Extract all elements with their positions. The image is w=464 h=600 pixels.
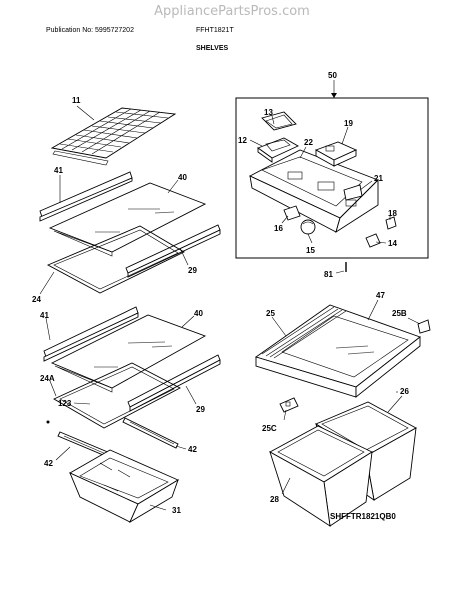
callout-81: 81 [324, 270, 333, 279]
screw-marker [46, 420, 50, 424]
callout-50: 50 [328, 71, 337, 80]
callout-25C: 25C [262, 424, 277, 433]
callout-22: 22 [304, 138, 313, 147]
control-knob-housing[interactable] [257, 137, 299, 163]
callout-29-lower: 29 [196, 405, 205, 414]
callout-123: 123 [58, 399, 72, 408]
section-title: SHELVES [196, 45, 229, 52]
callout-18: 18 [388, 209, 397, 218]
callout-31: 31 [172, 506, 181, 515]
callout-41-lower: 41 [40, 311, 49, 320]
door-switch[interactable] [385, 216, 397, 230]
glass-shelf-upper[interactable] [48, 182, 207, 257]
callout-26-right: 26 [400, 387, 409, 396]
glass-shelf-lower[interactable] [50, 314, 207, 393]
diagram-code: SHFFTR1821QB0 [330, 512, 396, 521]
callout-42-left: 42 [44, 459, 53, 468]
cover-support[interactable] [417, 319, 431, 334]
callout-15: 15 [306, 246, 315, 255]
callout-40-upper: 40 [178, 173, 187, 182]
control-board[interactable] [314, 141, 358, 167]
shelf-trim-front-lower[interactable] [43, 306, 139, 362]
drawer-slide-right[interactable] [122, 417, 179, 449]
callout-11: 11 [72, 96, 81, 105]
site-watermark: AppliancePartsPros.com [154, 4, 310, 19]
callout-21: 21 [374, 174, 383, 183]
callout-12: 12 [238, 136, 247, 145]
air-damper-cover[interactable] [261, 111, 297, 131]
control-assembly-box [235, 97, 429, 259]
humidity-control[interactable] [279, 397, 299, 413]
callout-19: 19 [344, 119, 353, 128]
crisper-cover-frame[interactable] [254, 304, 421, 398]
callout-14: 14 [388, 239, 397, 248]
callout-28: 28 [270, 495, 279, 504]
wire-shelf[interactable] [50, 107, 177, 166]
crisper-drawer[interactable] [69, 449, 179, 524]
vegetable-pan-left[interactable] [269, 425, 373, 527]
light-socket[interactable] [283, 205, 301, 221]
callout-47: 47 [376, 291, 385, 300]
light-bulb[interactable] [300, 219, 316, 235]
callout-42-right: 42 [188, 445, 197, 454]
shelf-frame-lower[interactable] [53, 362, 181, 429]
crisper-cover-glass[interactable] [281, 315, 409, 378]
callout-25: 25 [266, 309, 275, 318]
callout-25B: 25B [392, 309, 407, 318]
control-damper[interactable] [343, 184, 363, 201]
callout-13: 13 [264, 108, 273, 117]
thermostat-knob[interactable] [365, 233, 381, 248]
drawer-slide-left[interactable] [57, 431, 111, 458]
shelf-frame-upper[interactable] [46, 225, 185, 294]
callout-29-upper: 29 [188, 266, 197, 275]
control-housing[interactable] [248, 149, 379, 234]
model-number: FFHT1821T [196, 27, 234, 34]
callout-41-upper: 41 [54, 166, 63, 175]
callout-40-lower: 40 [194, 309, 203, 318]
callout-16: 16 [274, 224, 283, 233]
publication-number: Publication No: 5995727202 [46, 27, 134, 34]
shelf-trim-front-upper[interactable] [39, 171, 133, 222]
callout-24: 24 [32, 295, 41, 304]
callout-24A: 24A [40, 374, 55, 383]
